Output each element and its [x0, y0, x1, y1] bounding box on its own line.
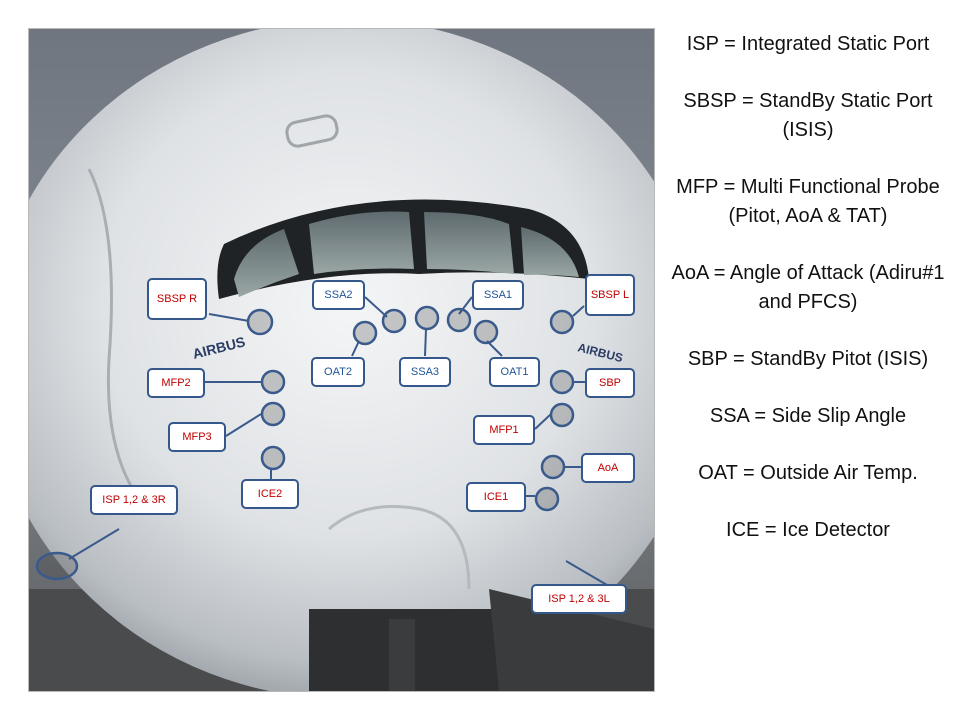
marker-isp-r — [35, 551, 79, 581]
marker-ssa3 — [414, 305, 440, 331]
marker-sbp — [549, 369, 575, 395]
legend-ssa: SSA = Side Slip Angle — [709, 405, 907, 427]
door-outline — [87, 168, 141, 500]
legend-isp: ISP = Integrated Static Port — [686, 33, 930, 55]
legend-aoa: AoA = Angle of Attack (Adiru#1 and PFCS) — [671, 262, 945, 313]
marker-mfp2 — [260, 369, 286, 395]
radome-seam — [328, 505, 471, 590]
marker-ice1 — [534, 486, 560, 512]
callout-mfp2: MFP2 — [147, 368, 205, 398]
callout-ice2: ICE2 — [241, 479, 299, 509]
callout-ssa3: SSA3 — [399, 357, 451, 387]
callout-isp-l: ISP 1,2 & 3L — [531, 584, 627, 614]
callout-oat1: OAT1 — [489, 357, 540, 387]
callout-sbp: SBP — [585, 368, 635, 398]
aircraft-nose-photo: AIRBUS AIRBUS — [28, 28, 655, 692]
callout-oat2: OAT2 — [311, 357, 365, 387]
legend-oat: OAT = Outside Air Temp. — [698, 462, 918, 484]
cockpit-windshield-right — [309, 211, 414, 274]
callout-aoa: AoA — [581, 453, 635, 483]
legend-panel: ISP = Integrated Static Port SBSP = Stan… — [668, 30, 948, 573]
tow-bar — [489, 589, 654, 691]
probe-markers — [35, 305, 575, 581]
marker-mfp3 — [260, 401, 286, 427]
marker-ssa2 — [381, 308, 407, 334]
callout-sbsp-l: SBSP L — [585, 274, 635, 316]
callout-ice1: ICE1 — [466, 482, 526, 512]
top-hatch — [285, 114, 339, 148]
legend-sbsp: SBSP = StandBy Static Port (ISIS) — [683, 90, 933, 141]
cockpit-side-window-left — [521, 227, 579, 277]
marker-oat1 — [473, 319, 499, 345]
cockpit-windshield-left — [424, 212, 514, 274]
marker-ssa1 — [446, 307, 472, 333]
marker-ice2 — [260, 445, 286, 471]
callout-sbsp-r: SBSP R — [147, 278, 207, 320]
leader-lines — [68, 296, 608, 586]
legend-mfp: MFP = Multi Functional Probe (Pitot, AoA… — [676, 176, 940, 227]
marker-mfp1 — [549, 402, 575, 428]
marker-oat2 — [352, 320, 378, 346]
legend-ice: ICE = Ice Detector — [726, 519, 890, 541]
callout-ssa1: SSA1 — [472, 280, 524, 310]
callout-ssa2: SSA2 — [312, 280, 365, 310]
marker-aoa — [540, 454, 566, 480]
legend-sbp: SBP = StandBy Pitot (ISIS) — [687, 348, 929, 370]
callout-mfp3: MFP3 — [168, 422, 226, 452]
nose-gear-strut — [389, 619, 415, 691]
callout-isp-r: ISP 1,2 & 3R — [90, 485, 178, 515]
callout-mfp1: MFP1 — [473, 415, 535, 445]
marker-sbsp-r — [246, 308, 274, 336]
marker-sbsp-l — [549, 309, 575, 335]
cockpit-side-window-right — [234, 229, 299, 297]
